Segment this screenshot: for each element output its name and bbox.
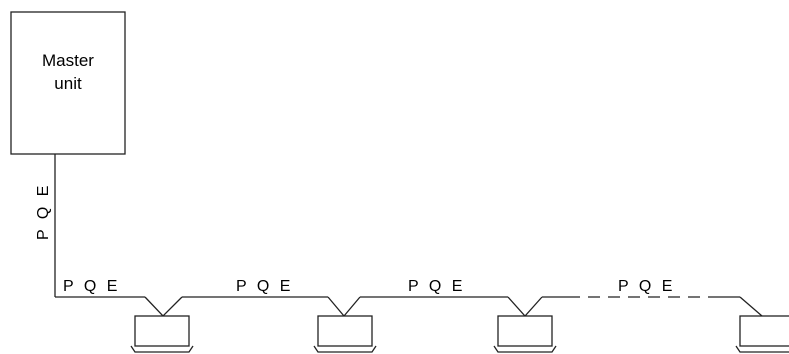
master-unit-label-line2: unit xyxy=(54,74,82,93)
pqe-label-2: P Q E xyxy=(236,278,293,295)
indoor-unit-4 xyxy=(735,296,789,353)
indoor-unit-2-box xyxy=(317,315,373,347)
indoor-unit-4-drop xyxy=(739,296,763,317)
pqe-label-1: P Q E xyxy=(63,278,120,295)
pqe-label-4: P Q E xyxy=(618,278,675,295)
indoor-unit-3-base xyxy=(493,345,557,353)
indoor-unit-3-box xyxy=(497,315,553,347)
vertical-pqe-label: P Q E xyxy=(35,183,52,240)
indoor-unit-3 xyxy=(493,296,557,353)
indoor-unit-4-box xyxy=(739,315,789,347)
indoor-unit-2-base xyxy=(313,345,377,353)
indoor-unit-3-drop xyxy=(507,296,543,317)
master-unit: Master unit xyxy=(10,11,126,155)
indoor-unit-2-drop xyxy=(327,296,361,318)
indoor-unit-1-box xyxy=(134,315,190,347)
pqe-label-3: P Q E xyxy=(408,278,465,295)
master-unit-label-line1: Master xyxy=(42,51,94,70)
master-unit-box xyxy=(10,11,126,155)
indoor-unit-1-drop xyxy=(144,296,183,317)
indoor-unit-4-base xyxy=(735,345,789,353)
indoor-unit-2 xyxy=(313,296,377,353)
indoor-unit-1 xyxy=(130,296,194,353)
indoor-unit-1-base xyxy=(130,345,194,353)
